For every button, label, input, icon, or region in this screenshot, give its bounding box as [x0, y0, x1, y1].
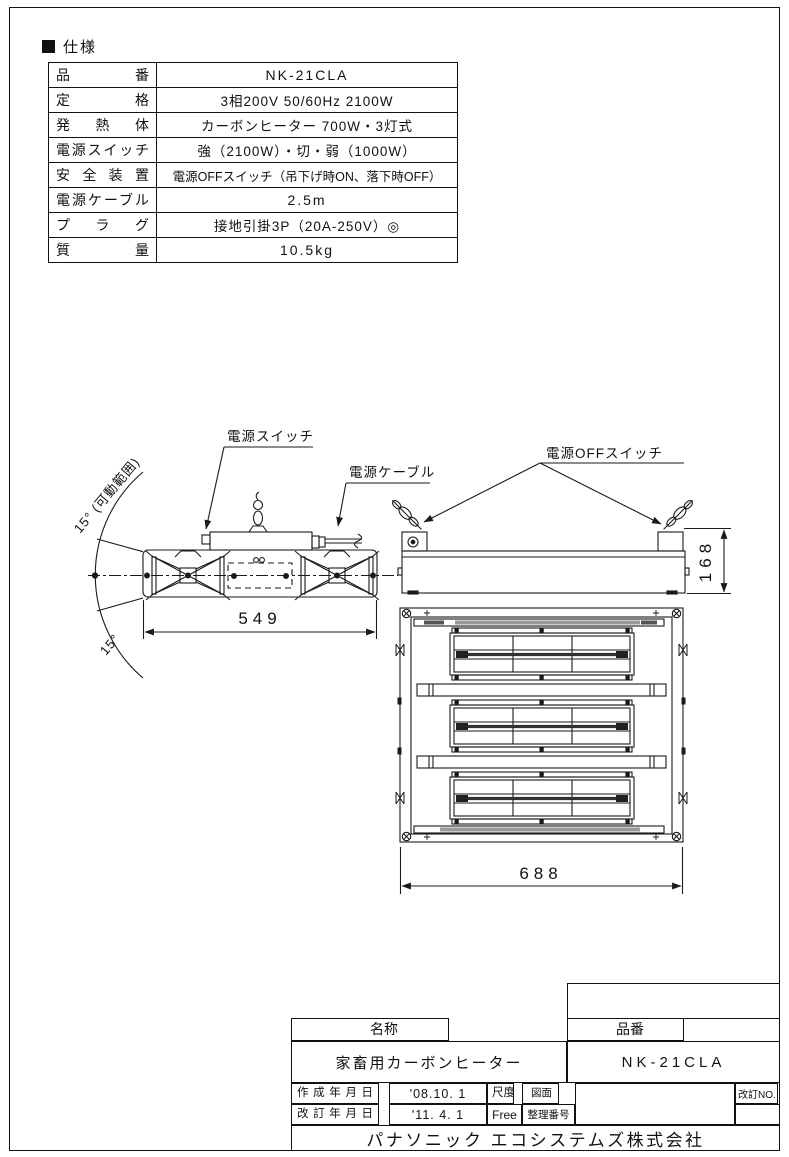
scale-value: Free	[487, 1104, 522, 1125]
spec-value: 電源OFFスイッチ（吊下げ時ON、落下時OFF）	[156, 162, 458, 188]
drawing-number-label-line1: 図面	[522, 1083, 559, 1104]
plan-view	[395, 607, 688, 894]
table-row: 電源ケーブル 2.5m	[48, 187, 458, 213]
product-name-cell: 家畜用カーボンヒーター	[291, 1041, 567, 1083]
spec-value: 3相200V 50/60Hz 2100W	[156, 87, 458, 113]
created-date-label: 作成年月日	[291, 1083, 379, 1104]
spec-label: 発熱体	[48, 112, 157, 138]
created-date-value: '08.10. 1	[389, 1083, 487, 1104]
tilt-angle-label: 15°	[97, 631, 123, 658]
power-cable-label: 電源ケーブル	[349, 464, 435, 480]
spec-section-title-text: 仕様	[63, 39, 98, 56]
table-row: 品番 NK-21CLA	[48, 62, 458, 88]
hook-right	[663, 499, 694, 530]
revision-no-label: 改訂NO.	[735, 1083, 778, 1104]
spec-label: 安全装置	[48, 162, 157, 188]
dimension-168	[684, 527, 731, 595]
table-row: 発熱体 カーボンヒーター 700W・3灯式	[48, 112, 458, 138]
dimension-549	[142, 600, 378, 639]
front-view	[391, 462, 731, 595]
spec-label: 電源ケーブル	[48, 187, 157, 213]
scale-label: 尺度	[487, 1083, 514, 1104]
corner-screws	[401, 608, 682, 842]
spec-value: NK-21CLA	[156, 62, 458, 88]
title-block-empty-box	[567, 983, 780, 1019]
revised-date-label: 改訂年月日	[291, 1104, 379, 1125]
table-row: 安全装置 電源OFFスイッチ（吊下げ時ON、落下時OFF）	[48, 162, 458, 188]
side-view	[88, 446, 430, 679]
spec-value: 強（2100W）・切・弱（1000W）	[156, 137, 458, 163]
table-row: 質量 10.5kg	[48, 237, 458, 263]
side-clips	[395, 643, 688, 805]
revision-no-value-cell	[735, 1104, 780, 1125]
hook-left	[391, 499, 422, 530]
dim-688-text: 688	[519, 864, 562, 883]
table-row: 電源スイッチ 強（2100W）・切・弱（1000W）	[48, 137, 458, 163]
name-header-cell: 名称	[291, 1018, 449, 1041]
spec-value: カーボンヒーター 700W・3灯式	[156, 112, 458, 138]
drawing-number-value-cell	[575, 1083, 735, 1125]
table-row: 定格 3相200V 50/60Hz 2100W	[48, 87, 458, 113]
dimension-688	[399, 847, 684, 894]
power-off-switch-label: 電源OFFスイッチ	[546, 446, 663, 461]
heater-module	[449, 771, 635, 825]
spec-value: 10.5kg	[156, 237, 458, 263]
table-row: プラグ 接地引掛3P（20A-250V）◎	[48, 212, 458, 238]
part-number-cell: NK-21CLA	[567, 1041, 780, 1083]
spec-section-title: 仕様	[42, 36, 97, 57]
spec-value: 2.5m	[156, 187, 458, 213]
company-name-cell: パナソニック エコシステムズ株式会社	[291, 1125, 780, 1151]
tilt-range-label: 15° (可動範囲)	[71, 454, 143, 536]
dim-168-text: 168	[696, 539, 715, 582]
spec-value: 接地引掛3P（20A-250V）◎	[156, 212, 458, 238]
heater-module	[449, 627, 635, 681]
spec-label: 品番	[48, 62, 157, 88]
spec-label: 電源スイッチ	[48, 137, 157, 163]
drawing-number-label-line2: 整理番号	[522, 1104, 575, 1125]
power-switch-label: 電源スイッチ	[227, 429, 314, 444]
spec-table: 品番 NK-21CLA 定格 3相200V 50/60Hz 2100W 発熱体 …	[48, 62, 458, 263]
part-number-header-cell: 品番	[567, 1018, 684, 1041]
heater-module	[449, 699, 635, 753]
revised-date-value: '11. 4. 1	[389, 1104, 487, 1125]
dim-549-text: 549	[238, 609, 281, 628]
spec-label: 質量	[48, 237, 157, 263]
spec-label: プラグ	[48, 212, 157, 238]
section-marker-icon	[42, 40, 55, 53]
technical-drawing: 電源スイッチ 電源ケーブル 電源OFFスイッチ 15° (可動範囲) 15° 5…	[71, 429, 731, 894]
spec-label: 定格	[48, 87, 157, 113]
